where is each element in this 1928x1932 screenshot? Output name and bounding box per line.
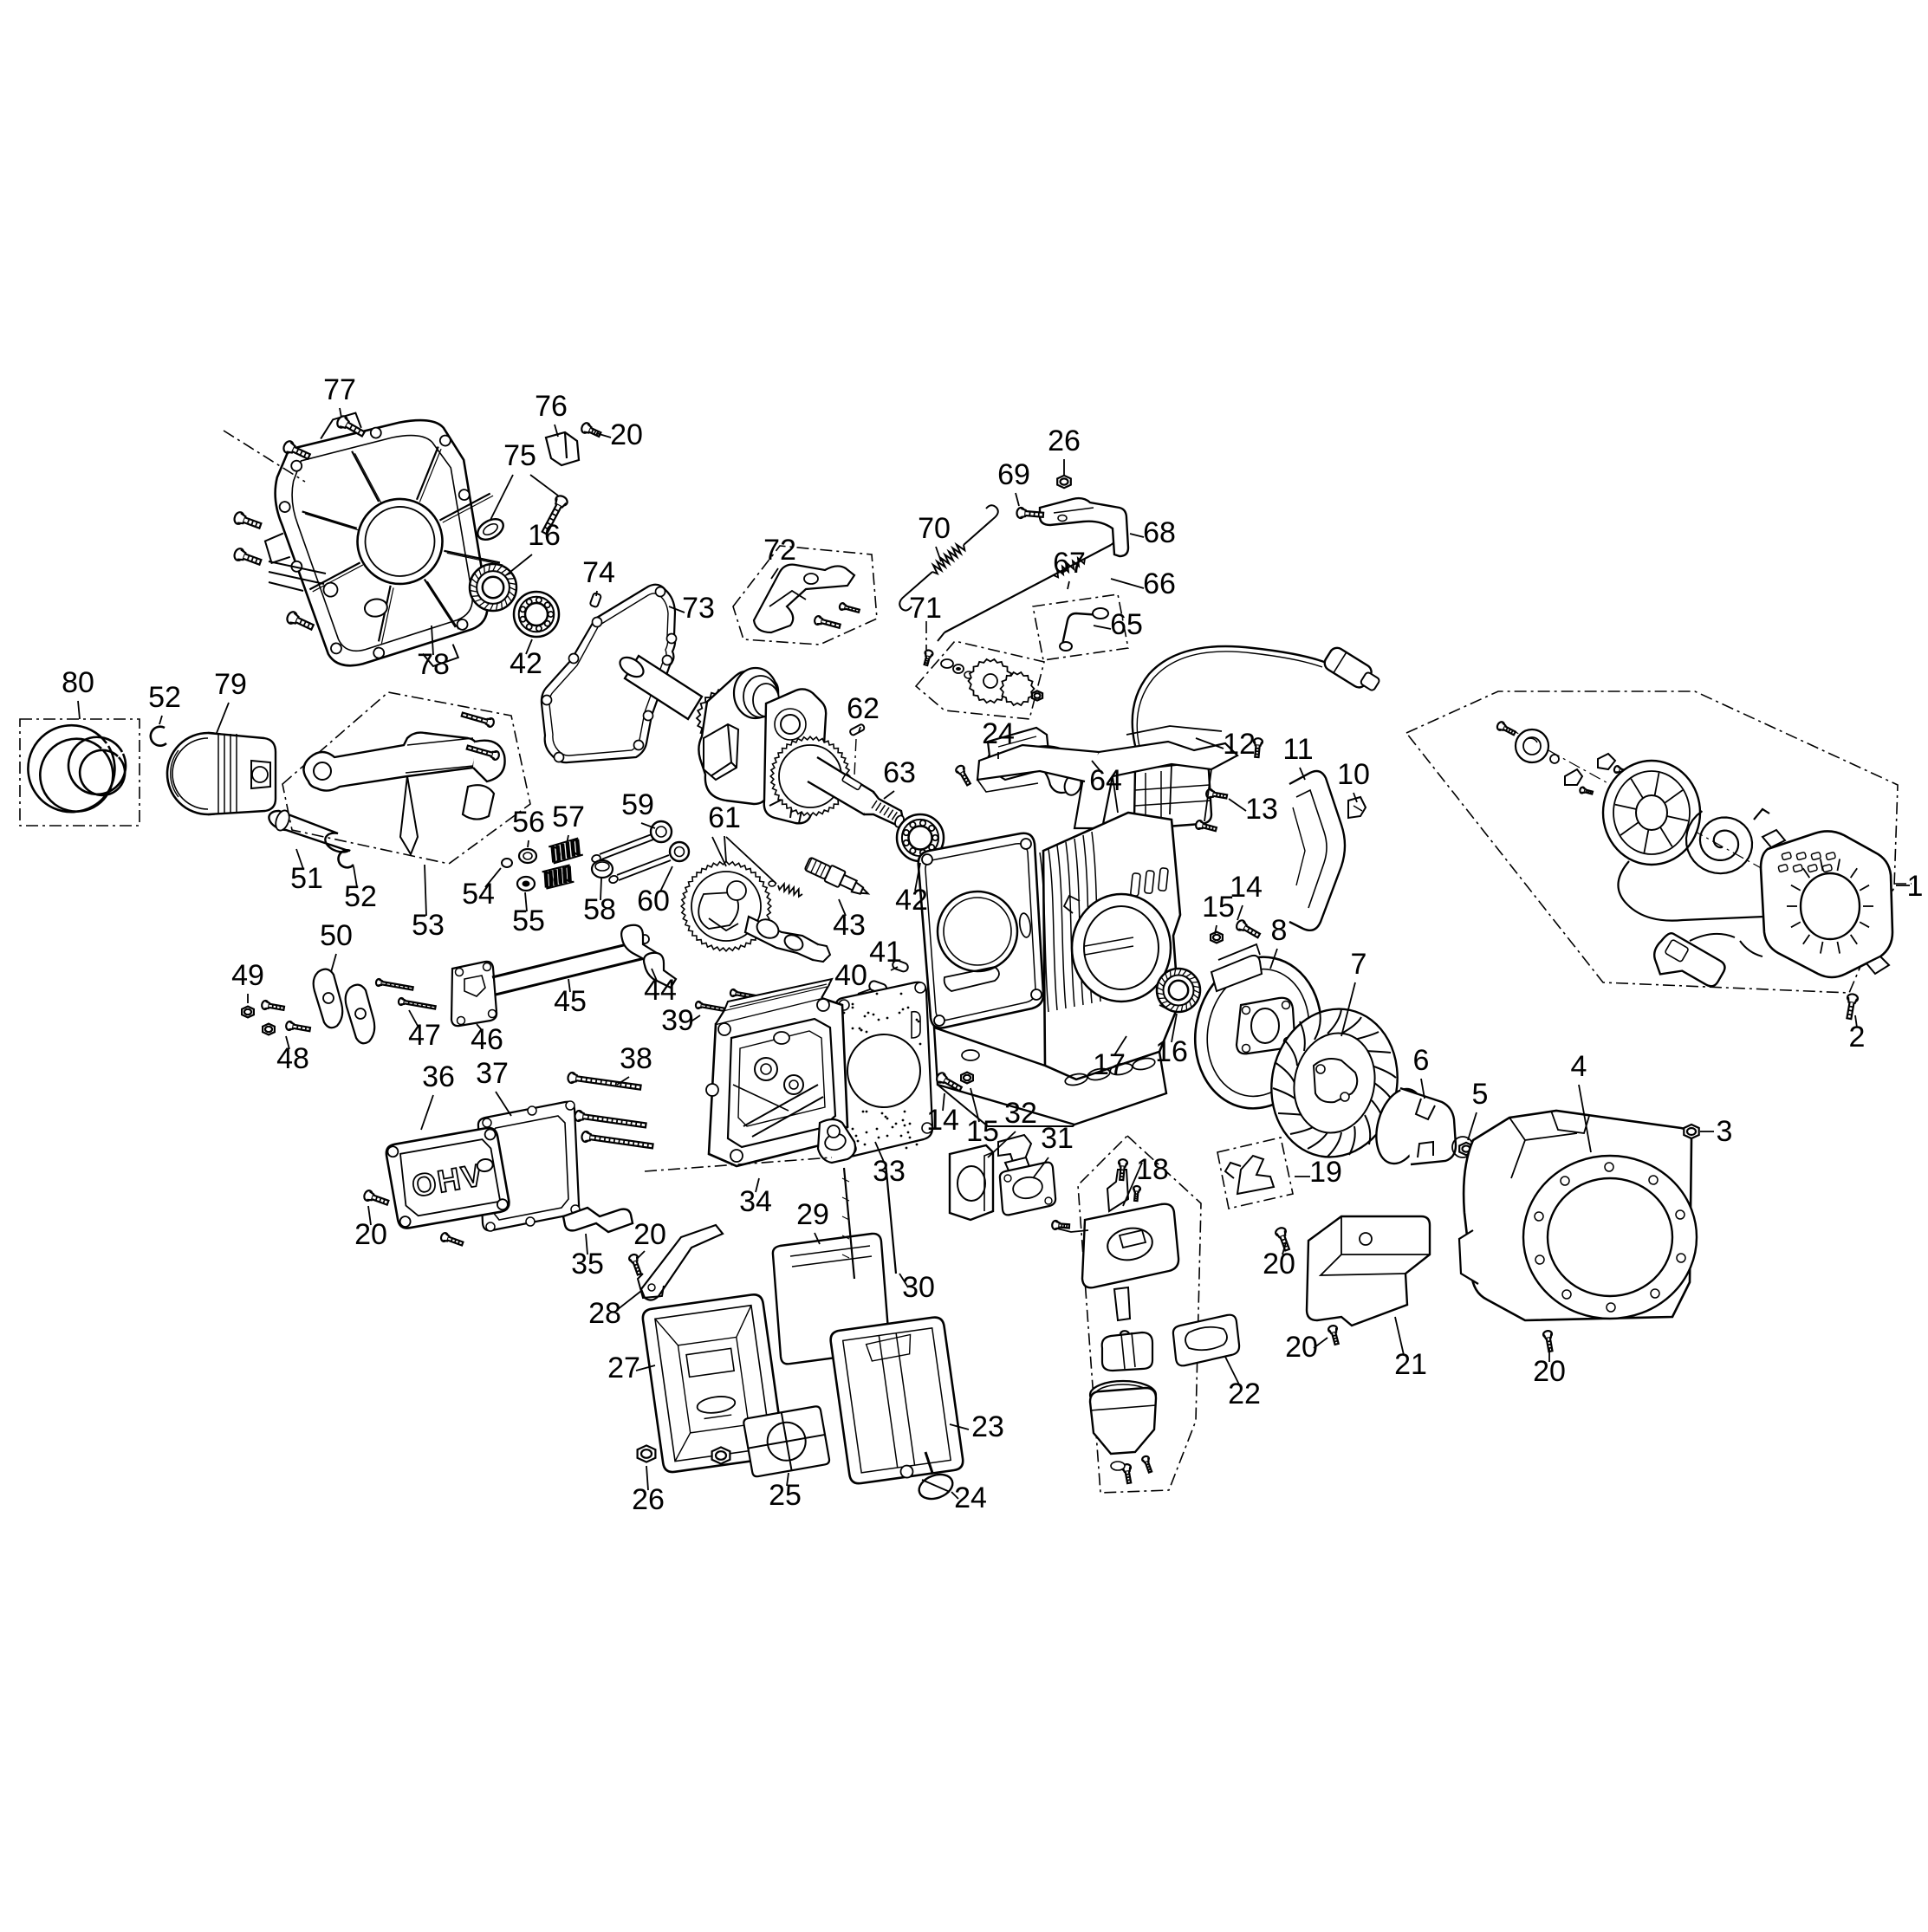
svg-text:37: 37 xyxy=(476,1057,509,1090)
svg-text:22: 22 xyxy=(1228,1378,1261,1410)
svg-text:46: 46 xyxy=(471,1023,503,1056)
svg-text:12: 12 xyxy=(1223,728,1256,761)
svg-text:4: 4 xyxy=(1571,1050,1587,1083)
svg-text:19: 19 xyxy=(1309,1156,1342,1189)
svg-text:80: 80 xyxy=(62,666,94,699)
svg-text:6: 6 xyxy=(1413,1044,1430,1077)
svg-text:20: 20 xyxy=(1285,1331,1318,1364)
svg-text:38: 38 xyxy=(620,1042,652,1075)
svg-text:52: 52 xyxy=(344,880,377,913)
svg-text:11: 11 xyxy=(1282,733,1313,766)
svg-text:21: 21 xyxy=(1394,1348,1427,1381)
svg-text:75: 75 xyxy=(503,439,536,472)
svg-text:64: 64 xyxy=(1089,764,1122,797)
svg-text:67: 67 xyxy=(1053,547,1086,580)
svg-text:10: 10 xyxy=(1337,758,1370,791)
svg-text:7: 7 xyxy=(1351,948,1367,981)
svg-text:72: 72 xyxy=(763,534,796,567)
svg-text:30: 30 xyxy=(902,1271,935,1304)
svg-text:20: 20 xyxy=(633,1218,666,1251)
svg-text:5: 5 xyxy=(1472,1078,1489,1111)
svg-text:1: 1 xyxy=(1907,870,1924,903)
svg-text:74: 74 xyxy=(582,556,615,589)
svg-text:47: 47 xyxy=(408,1019,441,1052)
svg-text:53: 53 xyxy=(412,909,445,942)
svg-text:51: 51 xyxy=(290,862,323,895)
svg-text:20: 20 xyxy=(610,418,643,451)
svg-text:8: 8 xyxy=(1271,914,1288,947)
svg-text:70: 70 xyxy=(918,512,951,545)
svg-text:40: 40 xyxy=(834,959,867,992)
svg-text:73: 73 xyxy=(682,592,715,625)
svg-text:56: 56 xyxy=(512,806,545,839)
svg-text:62: 62 xyxy=(847,692,880,725)
svg-text:58: 58 xyxy=(583,893,616,926)
svg-text:15: 15 xyxy=(1202,891,1235,924)
svg-text:17: 17 xyxy=(1093,1048,1126,1081)
svg-text:65: 65 xyxy=(1110,608,1143,641)
svg-text:18: 18 xyxy=(1136,1153,1169,1186)
svg-text:28: 28 xyxy=(588,1297,621,1330)
svg-text:31: 31 xyxy=(1041,1122,1074,1155)
svg-text:24: 24 xyxy=(954,1481,987,1514)
svg-text:52: 52 xyxy=(148,681,181,714)
svg-text:49: 49 xyxy=(231,959,264,992)
svg-text:33: 33 xyxy=(873,1155,906,1188)
svg-text:50: 50 xyxy=(320,919,353,952)
svg-text:68: 68 xyxy=(1143,516,1176,549)
svg-text:61: 61 xyxy=(708,801,741,834)
svg-text:26: 26 xyxy=(1048,425,1081,457)
svg-text:76: 76 xyxy=(535,390,568,423)
svg-text:43: 43 xyxy=(833,909,866,942)
svg-text:60: 60 xyxy=(637,885,670,917)
svg-text:55: 55 xyxy=(512,904,545,937)
svg-text:24: 24 xyxy=(982,717,1015,750)
svg-text:32: 32 xyxy=(1004,1097,1037,1130)
svg-text:23: 23 xyxy=(971,1410,1004,1443)
svg-text:63: 63 xyxy=(883,756,916,789)
svg-text:77: 77 xyxy=(323,373,356,406)
svg-text:36: 36 xyxy=(422,1060,455,1093)
svg-text:41: 41 xyxy=(869,936,902,969)
svg-text:27: 27 xyxy=(607,1352,640,1384)
svg-text:39: 39 xyxy=(661,1004,694,1037)
svg-text:13: 13 xyxy=(1245,793,1278,826)
svg-text:29: 29 xyxy=(796,1198,829,1231)
svg-text:25: 25 xyxy=(769,1479,802,1512)
svg-text:15: 15 xyxy=(966,1115,999,1148)
svg-text:20: 20 xyxy=(1263,1248,1295,1280)
svg-text:59: 59 xyxy=(621,788,654,821)
svg-text:57: 57 xyxy=(552,801,585,833)
svg-text:48: 48 xyxy=(276,1042,309,1075)
svg-text:66: 66 xyxy=(1143,567,1176,600)
svg-text:42: 42 xyxy=(895,884,928,917)
svg-text:79: 79 xyxy=(214,668,247,701)
svg-text:3: 3 xyxy=(1717,1115,1733,1148)
svg-text:69: 69 xyxy=(997,458,1030,491)
svg-text:71: 71 xyxy=(909,592,942,625)
svg-text:16: 16 xyxy=(528,519,561,552)
svg-text:44: 44 xyxy=(644,974,677,1007)
